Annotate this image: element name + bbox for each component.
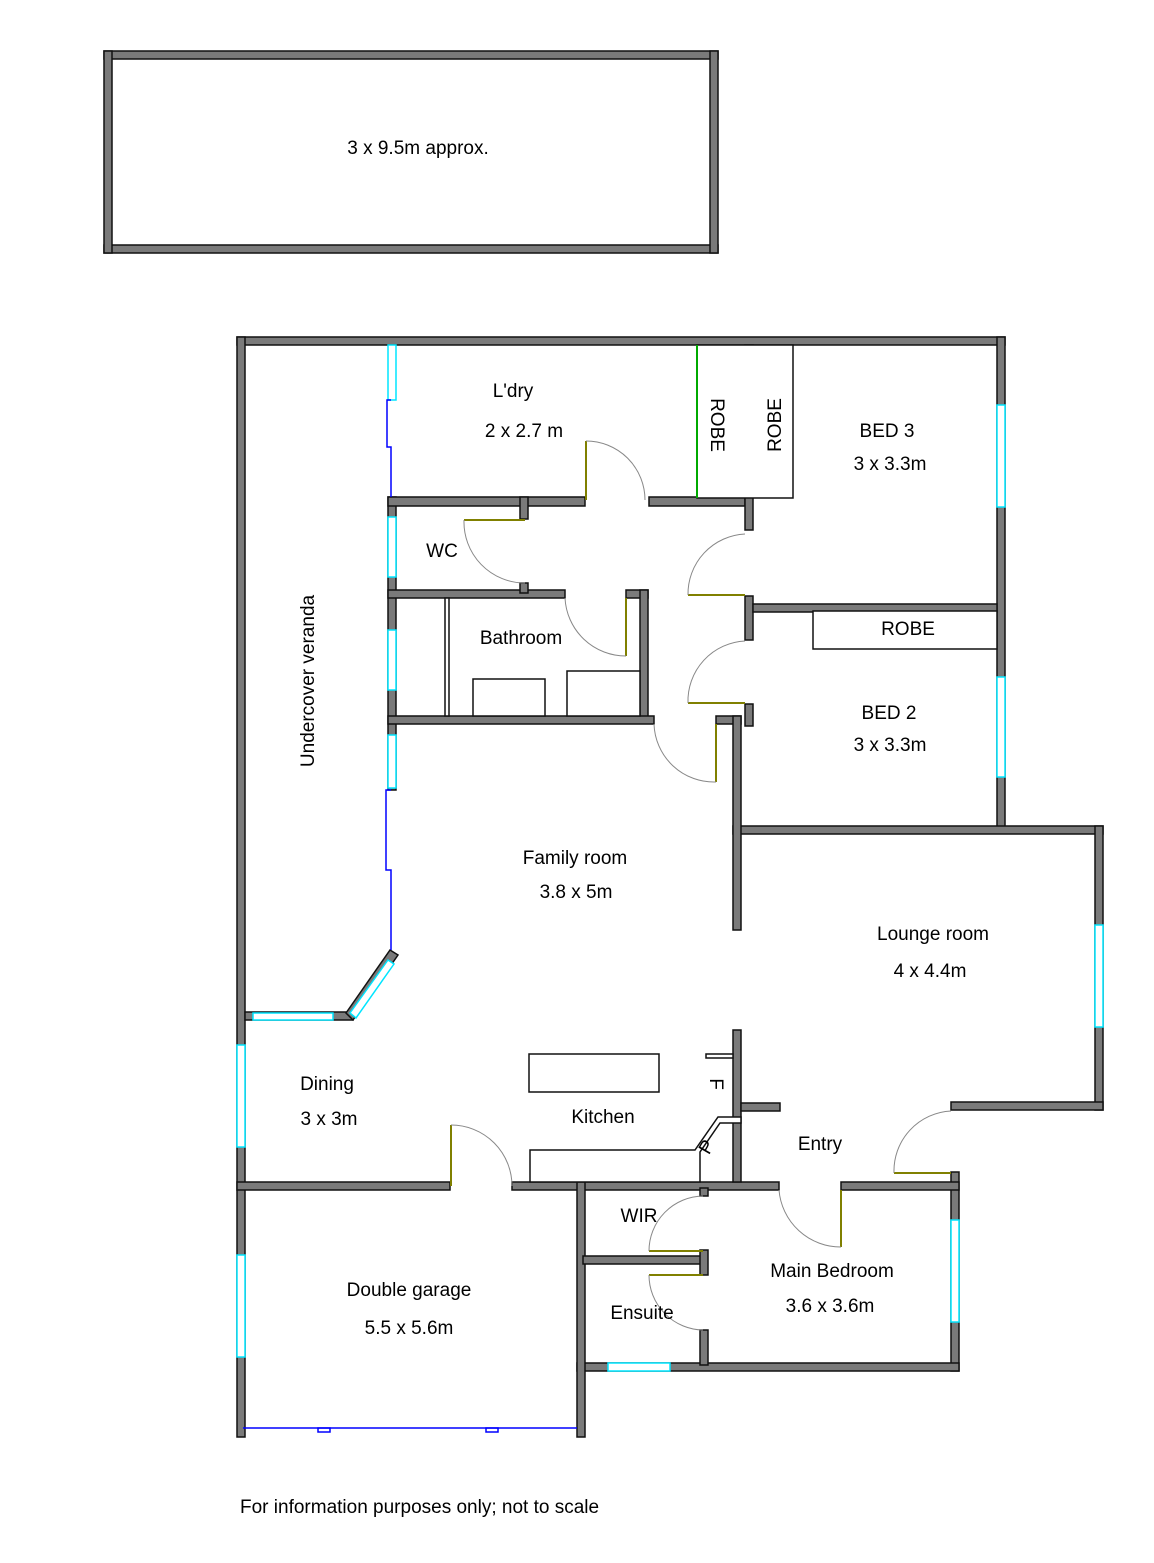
bed2-size: 3 x 3.3m bbox=[854, 735, 927, 756]
wc-label: WC bbox=[426, 541, 458, 562]
garage-size: 5.5 x 5.6m bbox=[365, 1318, 454, 1339]
bed3-label: BED 3 bbox=[860, 421, 915, 442]
garage-label: Double garage bbox=[347, 1280, 472, 1301]
lounge-room-size: 4 x 4.4m bbox=[894, 961, 967, 982]
joinery bbox=[444, 344, 998, 1183]
shed-label: 3 x 9.5m approx. bbox=[347, 138, 489, 159]
fridge-label: F bbox=[705, 1078, 726, 1090]
robe-label: ROBE bbox=[881, 619, 935, 640]
dining-label: Dining bbox=[300, 1074, 354, 1095]
main-bedroom-label: Main Bedroom bbox=[770, 1261, 894, 1282]
disclaimer-note: For information purposes only; not to sc… bbox=[240, 1497, 600, 1518]
bed3-size: 3 x 3.3m bbox=[854, 454, 927, 475]
main-bedroom-size: 3.6 x 3.6m bbox=[786, 1296, 875, 1317]
wir-label: WIR bbox=[621, 1206, 658, 1227]
family-room-label: Family room bbox=[523, 848, 628, 869]
bed2-label: BED 2 bbox=[862, 703, 917, 724]
lounge-room-label: Lounge room bbox=[877, 924, 989, 945]
veranda-label: Undercover veranda bbox=[298, 594, 319, 767]
dining-size: 3 x 3m bbox=[300, 1109, 357, 1130]
laundry-size: 2 x 2.7 m bbox=[485, 421, 563, 442]
room-labels: L'dry 2 x 2.7 m ROBE ROBE BED 3 3 x 3.3m… bbox=[298, 381, 989, 1339]
windows bbox=[236, 344, 1104, 1433]
doors bbox=[450, 440, 952, 1331]
laundry-label: L'dry bbox=[493, 381, 534, 402]
walls bbox=[236, 336, 1104, 1438]
ensuite-label: Ensuite bbox=[610, 1303, 673, 1324]
kitchen-label: Kitchen bbox=[571, 1107, 634, 1128]
robe-label: ROBE bbox=[706, 398, 727, 452]
entry-label: Entry bbox=[798, 1134, 843, 1155]
family-room-size: 3.8 x 5m bbox=[540, 882, 613, 903]
robe-label: ROBE bbox=[765, 398, 786, 452]
shed: 3 x 9.5m approx. bbox=[103, 50, 719, 254]
bathroom-label: Bathroom bbox=[480, 628, 562, 649]
